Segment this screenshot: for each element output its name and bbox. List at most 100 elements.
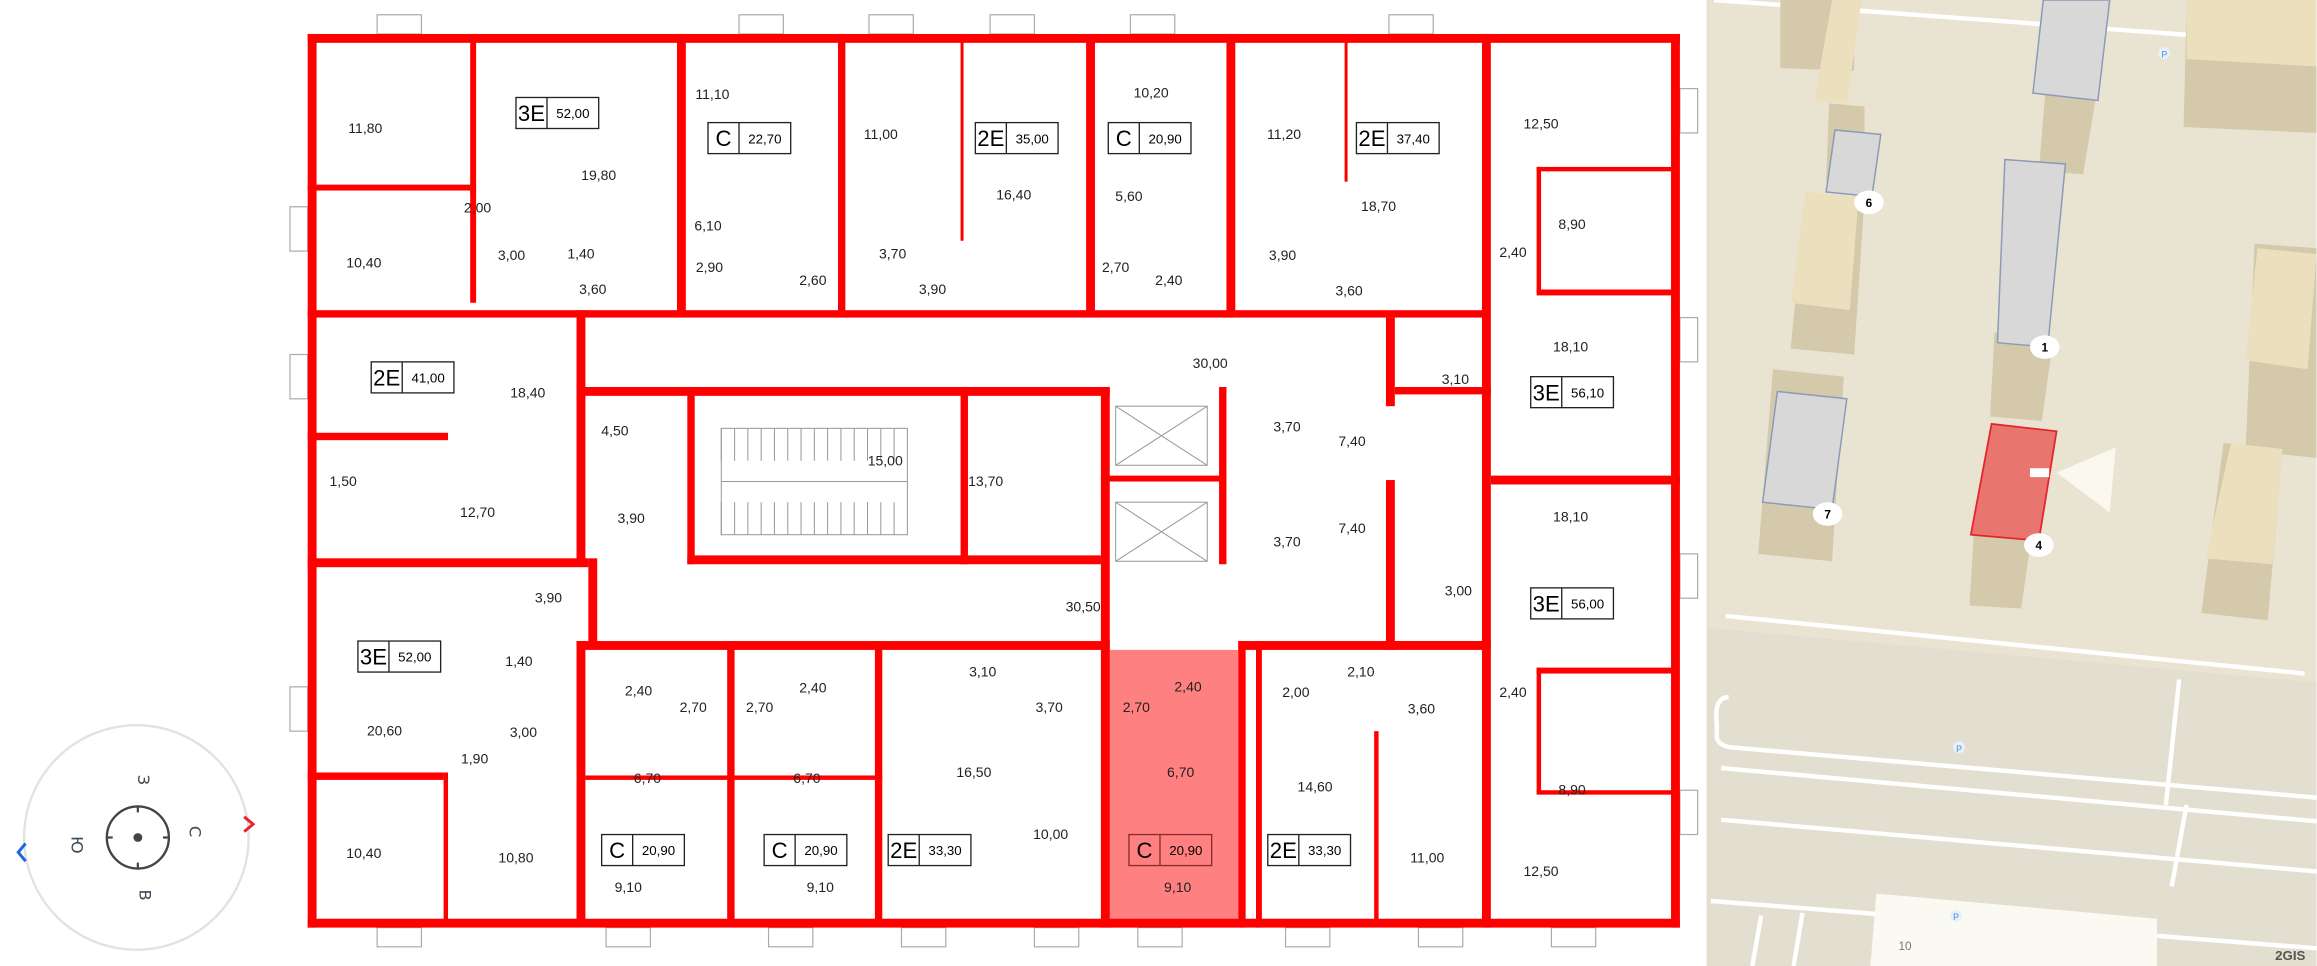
wall <box>307 184 471 191</box>
room-area-label: 2,40 <box>1155 272 1182 288</box>
building-label-4[interactable]: 4 <box>2024 533 2054 557</box>
wall <box>1235 310 1487 318</box>
room-area-label: 10,40 <box>346 254 381 270</box>
wall <box>470 184 477 303</box>
room-area-label: 3,00 <box>510 724 537 740</box>
room-area-label: 12,50 <box>1524 863 1559 879</box>
wall <box>1094 310 1236 318</box>
parking-icon: P <box>1950 909 1963 922</box>
apartment-area: 52,00 <box>556 106 589 121</box>
room-area-label: 9,10 <box>1164 879 1191 895</box>
wall <box>576 386 586 565</box>
building-label-1[interactable]: 1 <box>2029 335 2060 359</box>
rotate-left-chevron-icon[interactable] <box>16 842 27 863</box>
room-area-label: 7,40 <box>1338 520 1365 536</box>
wall <box>682 310 838 318</box>
wall <box>307 432 449 441</box>
room-area-label: 1,90 <box>461 751 488 767</box>
room-area-label: 11,20 <box>1267 126 1301 142</box>
map-attribution[interactable]: 2GIS <box>2275 948 2305 963</box>
room-area-label: 3,70 <box>1273 534 1300 550</box>
wall <box>1394 386 1491 395</box>
view-marker <box>2029 468 2050 478</box>
compass-icon <box>105 805 171 870</box>
room-area-label: 10,20 <box>1134 84 1169 100</box>
wall <box>837 33 846 318</box>
wall <box>307 918 1680 928</box>
room-area-label: 2,00 <box>464 200 491 216</box>
parking-icon: P <box>1953 741 1965 754</box>
apartment-area: 20,90 <box>1149 131 1182 146</box>
compass-ring[interactable] <box>22 724 250 951</box>
room-area-label: 2,70 <box>1102 259 1129 275</box>
window <box>376 14 423 35</box>
room-area-label: 3,90 <box>1269 247 1296 263</box>
svg-text:P: P <box>1953 912 1959 922</box>
window <box>1129 14 1176 35</box>
room-area-label: 18,40 <box>510 384 545 400</box>
wall <box>960 386 968 565</box>
wall <box>307 558 589 568</box>
elevator-cross <box>1115 405 1208 466</box>
room-area-label: 3,10 <box>1442 371 1469 387</box>
window <box>605 927 651 948</box>
room-area-label: 3,90 <box>919 281 946 297</box>
selected-apartment-highlight[interactable] <box>1106 649 1239 928</box>
room-area-label: 6,70 <box>634 770 661 786</box>
wall <box>1385 480 1395 650</box>
room-area-label: 3,60 <box>579 281 606 297</box>
wall <box>1255 641 1262 928</box>
window <box>868 14 914 35</box>
apartment-area: 37,40 <box>1397 131 1430 146</box>
apartment-area: 56,00 <box>1571 597 1604 612</box>
room-area-label: 20,60 <box>367 723 402 739</box>
room-area-label: 3,70 <box>1273 418 1300 434</box>
room-area-label: 3,10 <box>969 663 996 679</box>
window <box>738 14 784 35</box>
wall <box>1100 386 1110 650</box>
wall <box>734 775 883 780</box>
wall <box>588 558 598 647</box>
wall <box>1385 317 1395 407</box>
wall <box>1536 790 1677 795</box>
apartment-area: 22,70 <box>748 131 781 146</box>
apartment-type: 2E <box>890 838 917 863</box>
room-area-label: 12,50 <box>1524 116 1559 132</box>
room-area-label: 10,40 <box>346 845 381 861</box>
room-area-label: 3,70 <box>1036 699 1063 715</box>
room-area-label: 2,40 <box>1174 678 1201 694</box>
building-label-7[interactable]: 7 <box>1812 502 1843 526</box>
balcony-window <box>289 686 309 732</box>
room-area-label: 2,40 <box>799 680 826 696</box>
building-label-6[interactable]: 6 <box>1854 190 1884 215</box>
wall <box>687 386 695 565</box>
room-area-label: 18,10 <box>1553 508 1588 524</box>
room-area-label: 8,90 <box>1558 216 1585 232</box>
wall <box>1536 166 1542 293</box>
room-area-label: 18,10 <box>1553 339 1588 355</box>
compass-widget[interactable]: З С В Ю <box>16 724 256 951</box>
rotate-right-chevron-icon[interactable] <box>243 815 256 833</box>
room-area-label: 1,40 <box>567 245 594 261</box>
wall <box>960 33 964 241</box>
room-area-label: 6,10 <box>694 217 721 233</box>
window <box>989 14 1036 35</box>
highlighted-buildings <box>1761 0 2111 511</box>
